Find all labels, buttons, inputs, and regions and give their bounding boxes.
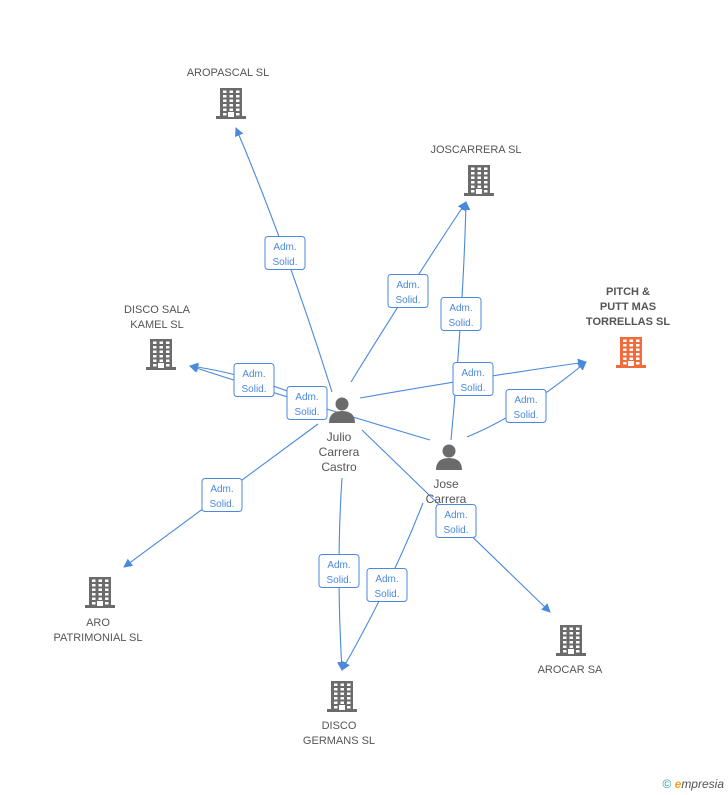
edge-label-jose-joscarrera[interactable]: Adm. Solid. — [440, 297, 482, 331]
company-node-discogermans[interactable]: DISCO GERMANS SL — [303, 681, 375, 747]
building-icon — [216, 88, 246, 119]
company-label: DISCO SALA — [124, 304, 191, 316]
company-label: PATRIMONIAL SL — [53, 632, 142, 644]
company-label: KAMEL SL — [130, 319, 183, 331]
company-node-arocar[interactable]: AROCAR SA — [538, 625, 603, 676]
edge-label-text: Solid. — [443, 525, 468, 536]
edge-label-text: Adm. — [295, 392, 318, 403]
footer-brand[interactable]: © empresia — [662, 777, 724, 791]
edge-label-julio-arocar[interactable]: Adm. Solid. — [435, 504, 477, 538]
edge-label-text: Adm. — [444, 510, 467, 521]
edge-label-box — [387, 274, 429, 308]
edge-label-julio-aropascal[interactable]: Adm. Solid. — [264, 236, 306, 270]
edge-label-box — [233, 363, 275, 397]
person-label: Julio — [327, 430, 352, 444]
building-icon — [556, 625, 586, 656]
person-icon — [436, 444, 462, 470]
company-node-discosala[interactable]: DISCO SALA KAMEL SL — [124, 304, 191, 370]
edge-label-jose-discosala[interactable]: Adm. Solid. — [286, 386, 328, 420]
brand-name: mpresia — [681, 777, 724, 791]
nodes-layer: AROPASCAL SL JOSCARRERA SL PITCH & PUTT MAS… — [53, 67, 670, 747]
edge-label-box — [201, 478, 243, 512]
edge-label-text: Solid. — [395, 295, 420, 306]
copyright-icon: © — [662, 777, 672, 791]
edge-label-box — [366, 568, 408, 602]
edge-label-jose-pitch[interactable]: Adm. Solid. — [505, 389, 547, 423]
company-label: AROCAR SA — [538, 664, 603, 676]
person-label: Jose — [433, 477, 459, 491]
company-label: TORRELLAS SL — [586, 316, 670, 328]
edge-label-text: Adm. — [449, 303, 472, 314]
edge-label-text: Solid. — [448, 318, 473, 329]
edge-label-julio-pitch[interactable]: Adm. Solid. — [452, 362, 494, 396]
company-node-joscarrera[interactable]: JOSCARRERA SL — [430, 144, 522, 196]
edge-label-text: Adm. — [273, 242, 296, 253]
edge-label-text: Adm. — [242, 369, 265, 380]
company-node-aropascal[interactable]: AROPASCAL SL — [187, 67, 270, 119]
edge-label-text: Solid. — [209, 499, 234, 510]
person-label: Castro — [321, 460, 357, 474]
edge-label-text: Solid. — [326, 575, 351, 586]
person-label: Carrera — [319, 445, 360, 459]
edge-label-box — [286, 386, 328, 420]
company-label: GERMANS SL — [303, 735, 375, 747]
edge-label-box — [264, 236, 306, 270]
building-icon — [85, 577, 115, 608]
edge-label-text: Adm. — [514, 395, 537, 406]
edge-label-text: Solid. — [374, 589, 399, 600]
edge-label-text: Adm. — [396, 280, 419, 291]
person-icon — [329, 397, 355, 423]
building-icon — [146, 339, 176, 370]
edge-label-julio-joscarrera[interactable]: Adm. Solid. — [387, 274, 429, 308]
edge-label-text: Solid. — [460, 383, 485, 394]
edge-label-julio-discosala[interactable]: Adm. Solid. — [233, 363, 275, 397]
edge-label-text: Solid. — [513, 410, 538, 421]
edge-labels-layer: Adm. Solid. Adm. Solid. Adm. Solid. Adm. Solid.… — [201, 236, 547, 602]
edge-label-box — [440, 297, 482, 331]
person-node-jose[interactable]: JoseCarreraC... — [426, 444, 467, 522]
building-icon — [327, 681, 357, 712]
edge-label-text: Adm. — [327, 560, 350, 571]
edge-label-julio-discogermans[interactable]: Adm. Solid. — [318, 554, 360, 588]
edge-label-julio-aro[interactable]: Adm. Solid. — [201, 478, 243, 512]
edge-label-text: Solid. — [272, 257, 297, 268]
company-label: PUTT MAS — [600, 301, 656, 313]
edge-label-box — [505, 389, 547, 423]
brand-mark: e — [674, 777, 682, 791]
building-icon-focus — [616, 337, 646, 368]
company-label: AROPASCAL SL — [187, 67, 270, 79]
edge-label-text: Solid. — [294, 407, 319, 418]
edge-label-text: Adm. — [461, 368, 484, 379]
edge-label-text: Adm. — [210, 484, 233, 495]
edge-label-jose-discogermans[interactable]: Adm. Solid. — [366, 568, 408, 602]
edge-label-box — [452, 362, 494, 396]
person-label: Carrera — [426, 492, 467, 506]
company-label: PITCH & — [606, 286, 650, 298]
edge-label-box — [435, 504, 477, 538]
edge-label-text: Adm. — [375, 574, 398, 585]
company-node-aro[interactable]: ARO PATRIMONIAL SL — [53, 577, 143, 644]
edge-label-text: Solid. — [241, 384, 266, 395]
building-icon — [464, 165, 494, 196]
edge-label-box — [318, 554, 360, 588]
company-node-pitch[interactable]: PITCH & PUTT MAS TORRELLAS SL — [586, 286, 670, 368]
company-label: DISCO — [322, 720, 357, 732]
company-label: JOSCARRERA SL — [430, 144, 521, 156]
company-label: ARO — [86, 617, 110, 629]
